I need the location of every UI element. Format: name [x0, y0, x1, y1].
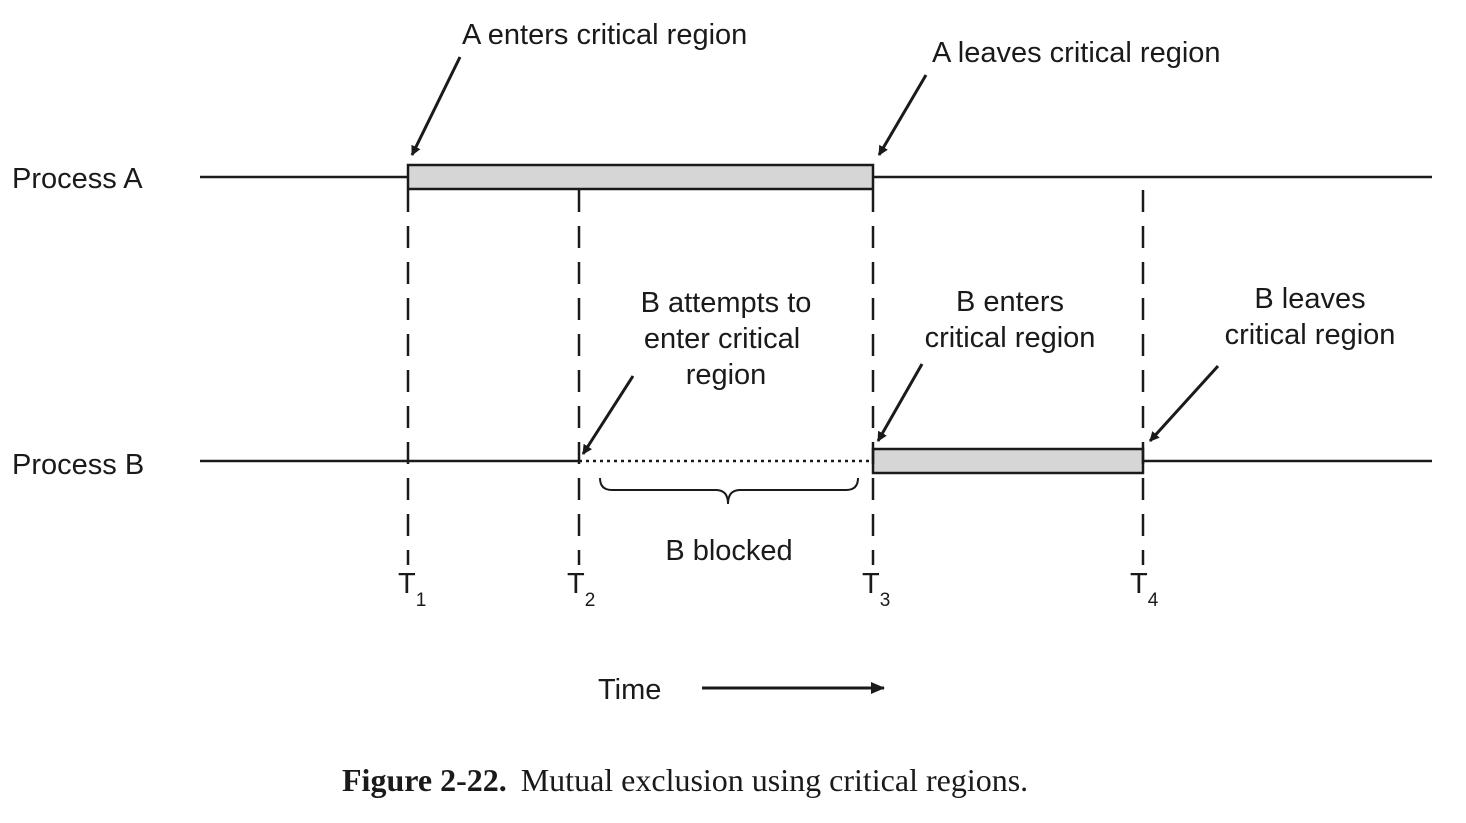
time-axis-label: Time — [598, 674, 661, 706]
figure-caption: Figure 2-22. Mutual exclusion using criti… — [342, 762, 1028, 798]
b-attempts-arrow — [581, 375, 635, 455]
a-leaves-arrow — [877, 74, 928, 156]
b-attempts-label-line1: B attempts to — [641, 287, 812, 319]
process-a-critical-region — [406, 163, 875, 191]
time-mark-t3: T3 — [862, 568, 890, 611]
figure-caption-text: Mutual exclusion using critical regions. — [521, 762, 1028, 798]
time-mark-t2: T2 — [567, 568, 595, 611]
b-leaves-arrow — [1148, 364, 1220, 443]
process-b-critical-region — [871, 447, 1145, 475]
a-enters-arrow — [410, 56, 462, 156]
b-enters-label-line1: B enters — [956, 286, 1064, 318]
process-b-label: Process B — [12, 449, 144, 481]
b-blocked-label: B blocked — [665, 535, 792, 567]
figure-number: Figure 2-22. — [342, 762, 507, 798]
b-enters-label-line2: critical region — [925, 322, 1096, 354]
b-attempts-label-line2: enter critical — [644, 323, 800, 355]
b-leaves-label-line1: B leaves — [1254, 283, 1365, 315]
time-mark-t1: T1 — [398, 568, 426, 611]
b-blocked-brace — [599, 477, 859, 505]
b-attempts-label-line3: region — [686, 359, 767, 391]
a-leaves-label: A leaves critical region — [932, 37, 1221, 69]
b-leaves-label-line2: critical region — [1225, 319, 1396, 351]
time-mark-t4: T4 — [1130, 568, 1159, 611]
process-a-label: Process A — [12, 163, 143, 195]
b-enters-arrow — [876, 363, 924, 442]
a-enters-label: A enters critical region — [462, 19, 747, 51]
